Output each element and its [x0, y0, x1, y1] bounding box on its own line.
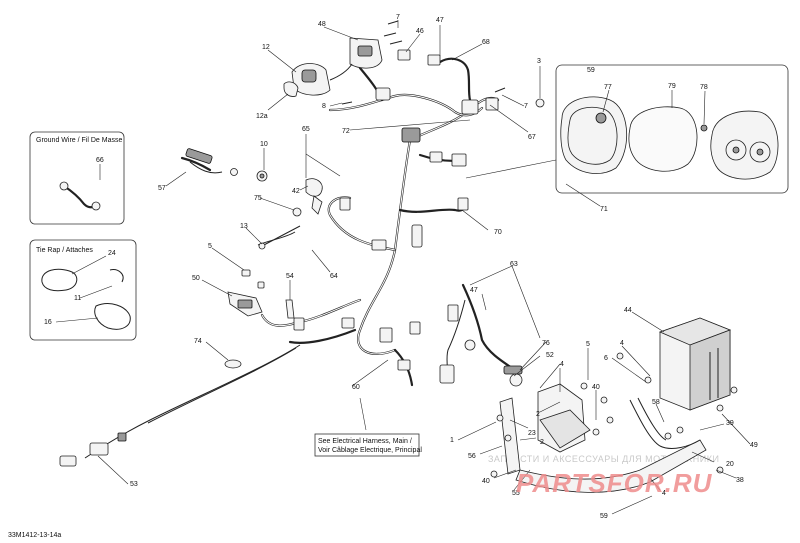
- note-line-1: See Electrical Harness, Main /: [318, 438, 412, 445]
- bracket-assembly: [490, 352, 738, 493]
- callout: 4: [620, 340, 624, 347]
- callout: 12a: [256, 113, 268, 120]
- callout: 8: [322, 103, 326, 110]
- note-box: [314, 433, 420, 457]
- handlebar-switch: [283, 37, 383, 97]
- callout: 54: [286, 273, 294, 280]
- callout: 47: [470, 287, 478, 294]
- callout: 77: [604, 84, 612, 91]
- instrument-cluster: [560, 96, 779, 180]
- callout: 39: [726, 420, 734, 427]
- callout: 11: [74, 295, 81, 302]
- callout: 24: [108, 250, 116, 257]
- part-42-bracket: [258, 178, 323, 250]
- callout: 23: [528, 430, 536, 437]
- callout: 20: [726, 461, 734, 468]
- callout: 40: [482, 478, 490, 485]
- callout: 12: [262, 44, 270, 51]
- callout: 5: [208, 243, 212, 250]
- callout: 53: [130, 481, 138, 488]
- callout: 16: [44, 319, 52, 326]
- ground-wire-part: [59, 181, 101, 211]
- callout: 42: [292, 188, 300, 195]
- callout: 70: [494, 229, 502, 236]
- callout: 59: [587, 67, 595, 74]
- callout: 68: [482, 39, 490, 46]
- tie-rap-parts: [41, 268, 131, 330]
- part-50-module: [227, 269, 295, 319]
- callout: 72: [342, 128, 350, 135]
- callout: 63: [510, 261, 518, 268]
- ground-wire-inset: [29, 131, 125, 225]
- callout: 79: [668, 83, 676, 90]
- ground-wire-title: Ground Wire / Fil De Masse: [36, 137, 122, 144]
- callout: 59: [600, 513, 608, 520]
- callout: 46: [416, 28, 424, 35]
- tie-rap-inset: [29, 239, 137, 341]
- callout: 60: [352, 384, 360, 391]
- callout: 40: [592, 384, 600, 391]
- part-74-grommet: [224, 359, 242, 369]
- callout: 58: [652, 399, 660, 406]
- callout: 65: [302, 126, 310, 133]
- callout: 4: [560, 361, 564, 368]
- callout: 2: [540, 439, 544, 446]
- callout: 78: [700, 84, 708, 91]
- callout: 55: [512, 490, 520, 497]
- callout: 10: [260, 141, 268, 148]
- fasteners-top: [341, 20, 545, 108]
- callout: 75: [254, 195, 262, 202]
- callout: 6: [604, 355, 608, 362]
- tie-rap-title: Tie Rap / Attaches: [36, 247, 93, 254]
- main-harness: [84, 57, 514, 459]
- callout: 4: [662, 490, 666, 497]
- callout: 48: [318, 21, 326, 28]
- callout: 66: [96, 157, 104, 164]
- callout: 50: [192, 275, 200, 282]
- callout: 2: [536, 411, 540, 418]
- callout: 57: [158, 185, 166, 192]
- callout: 71: [600, 206, 608, 213]
- part-44-box: [658, 317, 732, 411]
- leader-lines: [55, 20, 751, 515]
- callout: 76: [542, 340, 550, 347]
- note-line-2: Voir Câblage Electrique, Principal: [318, 447, 422, 454]
- callout: 52: [546, 352, 554, 359]
- callout: 1: [450, 437, 454, 444]
- part-57-wire: [180, 148, 268, 182]
- cluster-inset-box: [555, 64, 789, 194]
- callout: 74: [194, 338, 202, 345]
- reference-code: 33M1412-13-14a: [8, 532, 61, 539]
- callout: 56: [468, 453, 476, 460]
- watermark-logo: PARTSFOR.RU: [516, 468, 713, 498]
- callout: 49: [750, 442, 758, 449]
- callout: 47: [436, 17, 444, 24]
- harness-connectors: [59, 87, 499, 467]
- callout: 44: [624, 307, 632, 314]
- callout-numbers: 48 7 47 46 68 12 12a 8 72 3 59 77 79 78 …: [44, 14, 758, 520]
- callout: 67: [528, 134, 536, 141]
- callout: 7: [396, 14, 400, 21]
- callout: 3: [537, 58, 541, 65]
- callout: 64: [330, 273, 338, 280]
- callout: 7: [524, 103, 528, 110]
- callout: 13: [240, 223, 248, 230]
- callout: 5: [586, 341, 590, 348]
- callout: 38: [736, 477, 744, 484]
- watermark-text: ЗАПЧАСТИ И АКСЕССУАРЫ ДЛЯ МОТОТЕХНИКИ: [488, 454, 719, 464]
